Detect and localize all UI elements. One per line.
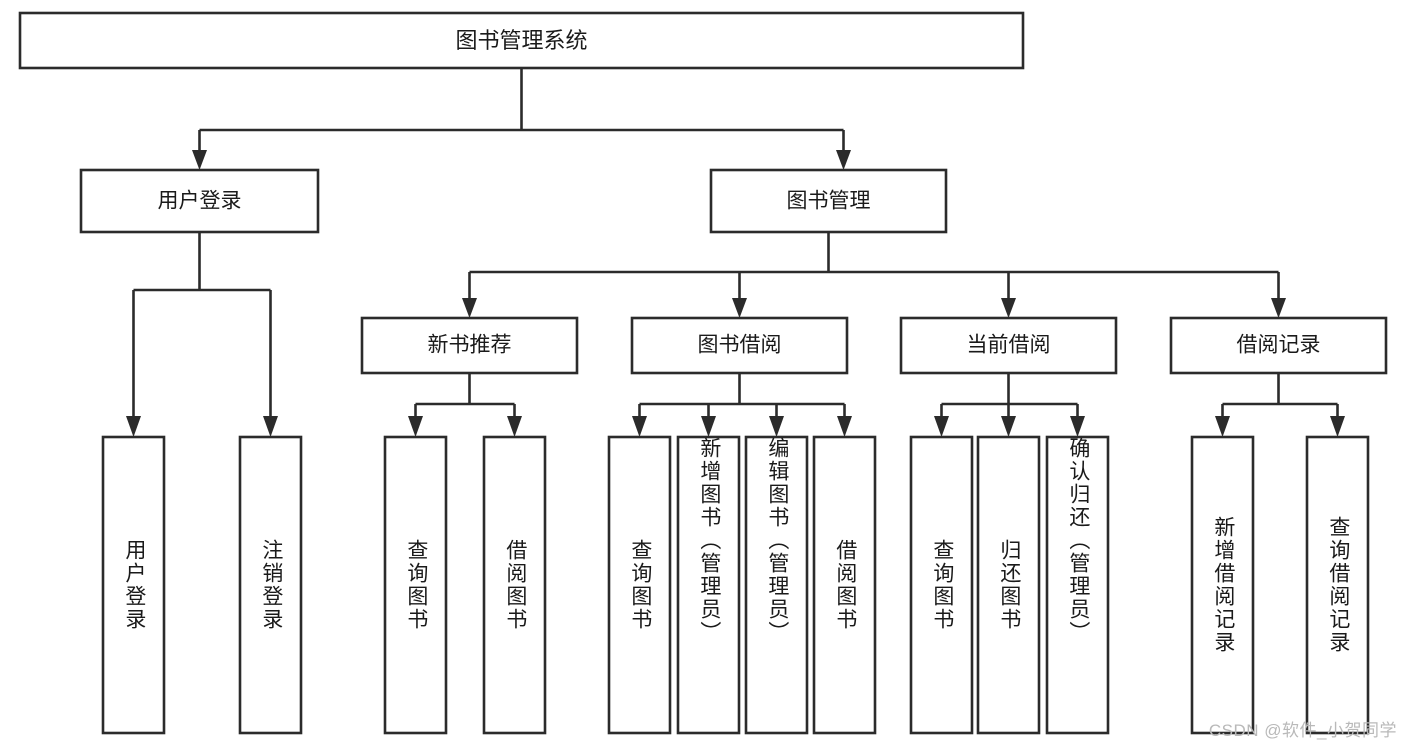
node-leaf-borrow-book-rec-box[interactable] xyxy=(482,435,547,735)
node-leaf-query-book-borrow-box[interactable] xyxy=(607,435,672,735)
node-borrow-record-label: 借阅记录 xyxy=(1237,334,1321,357)
arrowhead-leaf-add-book-admin xyxy=(701,416,716,437)
node-leaf-return-book-box[interactable] xyxy=(976,435,1041,735)
node-leaf-confirm-return-admin-box[interactable] xyxy=(1045,435,1110,735)
arrowhead-leaf-borrow-book xyxy=(837,416,852,437)
node-book-borrow-box[interactable] xyxy=(630,316,849,375)
node-book-manage-box[interactable] xyxy=(709,168,948,234)
arrowhead-leaf-query-book-rec xyxy=(408,416,423,437)
node-leaf-add-book-admin-box[interactable] xyxy=(676,435,741,735)
arrowhead-new-book-rec xyxy=(462,298,477,318)
node-borrow-record-box[interactable] xyxy=(1169,316,1388,375)
arrowhead-leaf-query-book-current xyxy=(934,416,949,437)
arrowhead-current-borrow xyxy=(1001,298,1016,318)
node-layer: 图书管理系统 用户登录 图书管理 新书推荐 图书借阅 当前借阅 借阅记录 xyxy=(18,11,1388,735)
node-user-login-box[interactable] xyxy=(79,168,320,234)
node-book-borrow-label: 图书借阅 xyxy=(698,334,782,357)
node-leaf-add-borrow-record-box[interactable] xyxy=(1190,435,1255,735)
arrowhead-leaf-logout-login xyxy=(263,416,278,437)
node-leaf-edit-book-admin-box[interactable] xyxy=(744,435,809,735)
arrowhead-leaf-add-borrow-record xyxy=(1215,416,1230,437)
arrowhead-borrow-record xyxy=(1271,298,1286,318)
connector-layer xyxy=(126,68,1345,437)
arrowhead-leaf-query-book-borrow xyxy=(632,416,647,437)
node-leaf-logout-login-box[interactable] xyxy=(238,435,303,735)
arrowhead-leaf-borrow-book-rec xyxy=(507,416,522,437)
node-root-box[interactable] xyxy=(18,11,1025,70)
node-book-manage-label: 图书管理 xyxy=(787,190,871,213)
node-current-borrow-label: 当前借阅 xyxy=(967,334,1051,357)
arrowhead-leaf-return-book xyxy=(1001,416,1016,437)
arrowhead-book-borrow xyxy=(732,298,747,318)
node-leaf-user-login-box[interactable] xyxy=(101,435,166,735)
node-current-borrow-box[interactable] xyxy=(899,316,1118,375)
arrowhead-leaf-query-borrow-record xyxy=(1330,416,1345,437)
arrowhead-to-book-manage xyxy=(836,150,851,170)
node-leaf-borrow-book-box[interactable] xyxy=(812,435,877,735)
node-leaf-query-borrow-record-box[interactable] xyxy=(1305,435,1370,735)
node-root-label: 图书管理系统 xyxy=(455,28,587,53)
arrowhead-leaf-user-login xyxy=(126,416,141,437)
node-leaf-query-book-current-box[interactable] xyxy=(909,435,974,735)
arrowhead-leaf-confirm-return-admin xyxy=(1070,416,1085,437)
node-new-book-rec-label: 新书推荐 xyxy=(428,334,512,357)
arrowhead-to-user-login xyxy=(192,150,207,170)
node-new-book-rec-box[interactable] xyxy=(360,316,579,375)
node-user-login-label: 用户登录 xyxy=(158,190,242,213)
arrowhead-leaf-edit-book-admin xyxy=(769,416,784,437)
node-leaf-query-book-rec-box[interactable] xyxy=(383,435,448,735)
